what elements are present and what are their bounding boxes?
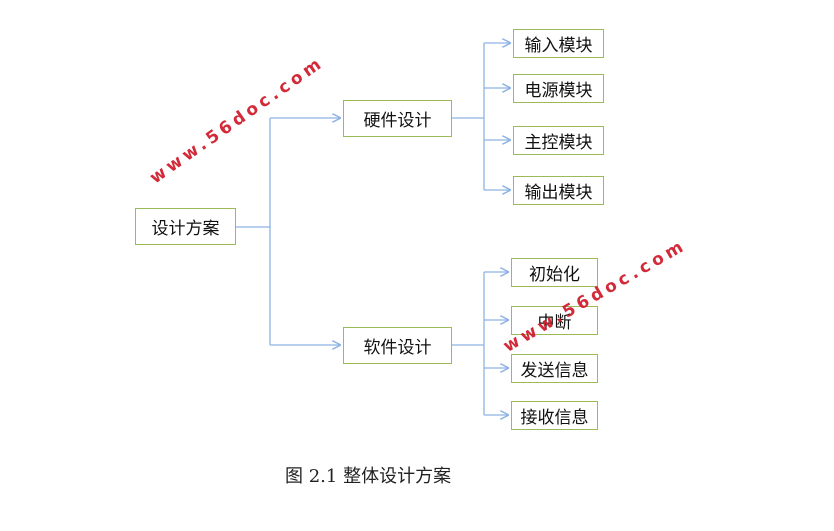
node-software-child: 中断 — [511, 306, 598, 335]
node-hardware-child-label: 输出模块 — [524, 183, 593, 203]
figure-caption: 图 2.1 整体设计方案 — [285, 466, 452, 487]
node-branch-hardware-label: 硬件设计 — [363, 111, 432, 131]
node-branch-software-label: 软件设计 — [363, 338, 432, 358]
node-software-child: 发送信息 — [511, 354, 598, 383]
node-software-child-label: 初始化 — [529, 265, 580, 285]
node-hardware-child-label: 输入模块 — [524, 36, 593, 56]
node-software-child-label: 接收信息 — [520, 408, 589, 428]
node-hardware-child: 输入模块 — [513, 29, 604, 58]
node-branch-hardware: 硬件设计 — [343, 100, 452, 137]
node-root: 设计方案 — [135, 208, 236, 245]
node-software-child: 接收信息 — [511, 401, 598, 430]
node-hardware-child: 电源模块 — [513, 74, 604, 103]
node-hardware-child-label: 主控模块 — [524, 133, 593, 153]
node-software-child: 初始化 — [511, 258, 598, 287]
node-hardware-child-label: 电源模块 — [524, 81, 593, 101]
node-root-label: 设计方案 — [151, 219, 220, 239]
node-software-child-label: 发送信息 — [520, 361, 589, 381]
node-hardware-child: 主控模块 — [513, 126, 604, 155]
node-software-child-label: 中断 — [537, 313, 572, 333]
node-branch-software: 软件设计 — [343, 327, 452, 364]
node-hardware-child: 输出模块 — [513, 176, 604, 205]
